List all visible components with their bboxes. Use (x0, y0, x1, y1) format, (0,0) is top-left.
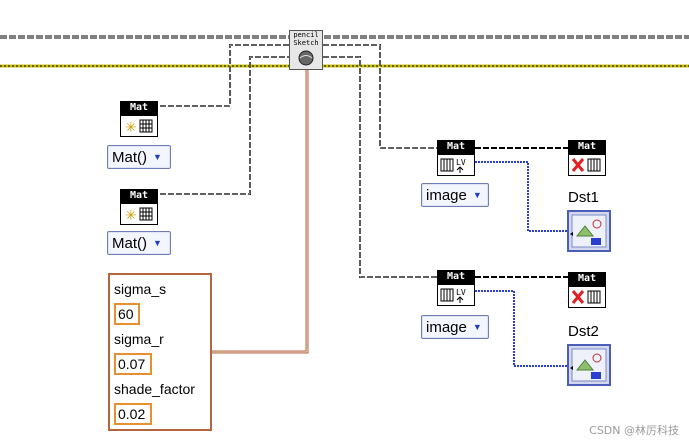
svg-text:✳: ✳ (125, 120, 137, 136)
delete-mat-2-node[interactable] (568, 286, 606, 308)
mat-to-labview-icon: LV (440, 158, 466, 173)
mat-const-1-header: Mat (120, 101, 158, 115)
mat-const-2-header: Mat (120, 189, 158, 203)
dropdown-arrow-icon: ▼ (153, 152, 162, 162)
dst2-image-indicator[interactable] (567, 344, 611, 386)
svg-text:✳: ✳ (125, 208, 137, 224)
create-mat-icon: ✳ (125, 119, 153, 136)
mat-const-2-dropdown[interactable]: Mat() ▼ (107, 231, 171, 255)
image-indicator-icon (570, 214, 607, 248)
dst1-image-indicator[interactable] (567, 210, 611, 252)
svg-text:LV: LV (456, 158, 466, 167)
mat-to-image-2-header: Mat (437, 270, 475, 284)
dst1-label: Dst1 (568, 189, 599, 206)
delete-mat-icon (571, 158, 601, 172)
mat-const-1-dropdown[interactable]: Mat() ▼ (107, 145, 171, 169)
delete-mat-1-node[interactable] (568, 154, 606, 176)
dst2-label: Dst2 (568, 323, 599, 340)
mat-to-image-1-node[interactable]: LV (437, 154, 475, 176)
mat-const-1-icon[interactable]: ✳ (120, 115, 158, 137)
create-mat-icon: ✳ (125, 207, 153, 224)
mat-to-image-1-dropdown[interactable]: image ▼ (421, 183, 489, 207)
delete-mat-icon (571, 290, 601, 304)
watermark: CSDN @林厉科技 (589, 424, 679, 437)
mat-const-2-value: Mat() (112, 234, 147, 252)
svg-text:LV: LV (456, 288, 466, 297)
mat-const-1-value: Mat() (112, 148, 147, 166)
mat-to-image-2-dropdown[interactable]: image ▼ (421, 315, 489, 339)
shade-factor-input[interactable]: 0.02 (114, 403, 152, 425)
mat-to-image-2-value: image (426, 318, 467, 336)
globe-icon (298, 50, 314, 66)
mat-to-image-1-value: image (426, 186, 467, 204)
sigma-r-label: sigma_r (114, 331, 164, 347)
sigma-s-input[interactable]: 60 (114, 303, 140, 325)
dropdown-arrow-icon: ▼ (153, 238, 162, 248)
dropdown-arrow-icon: ▼ (472, 190, 482, 200)
parameters-cluster[interactable]: sigma_s 60 sigma_r 0.07 shade_factor 0.0… (108, 273, 212, 431)
image-indicator-icon (570, 348, 607, 382)
mat-to-labview-icon: LV (440, 288, 466, 303)
sigma-s-label: sigma_s (114, 281, 167, 297)
mat-to-image-2-node[interactable]: LV (437, 284, 475, 306)
dropdown-arrow-icon: ▼ (472, 322, 482, 332)
delete-mat-2-header: Mat (568, 272, 606, 286)
mat-const-2-icon[interactable]: ✳ (120, 203, 158, 225)
mat-to-image-1-header: Mat (437, 140, 475, 154)
sigma-r-input[interactable]: 0.07 (114, 353, 152, 375)
delete-mat-1-header: Mat (568, 140, 606, 154)
shade-factor-label: shade_factor (114, 381, 195, 397)
